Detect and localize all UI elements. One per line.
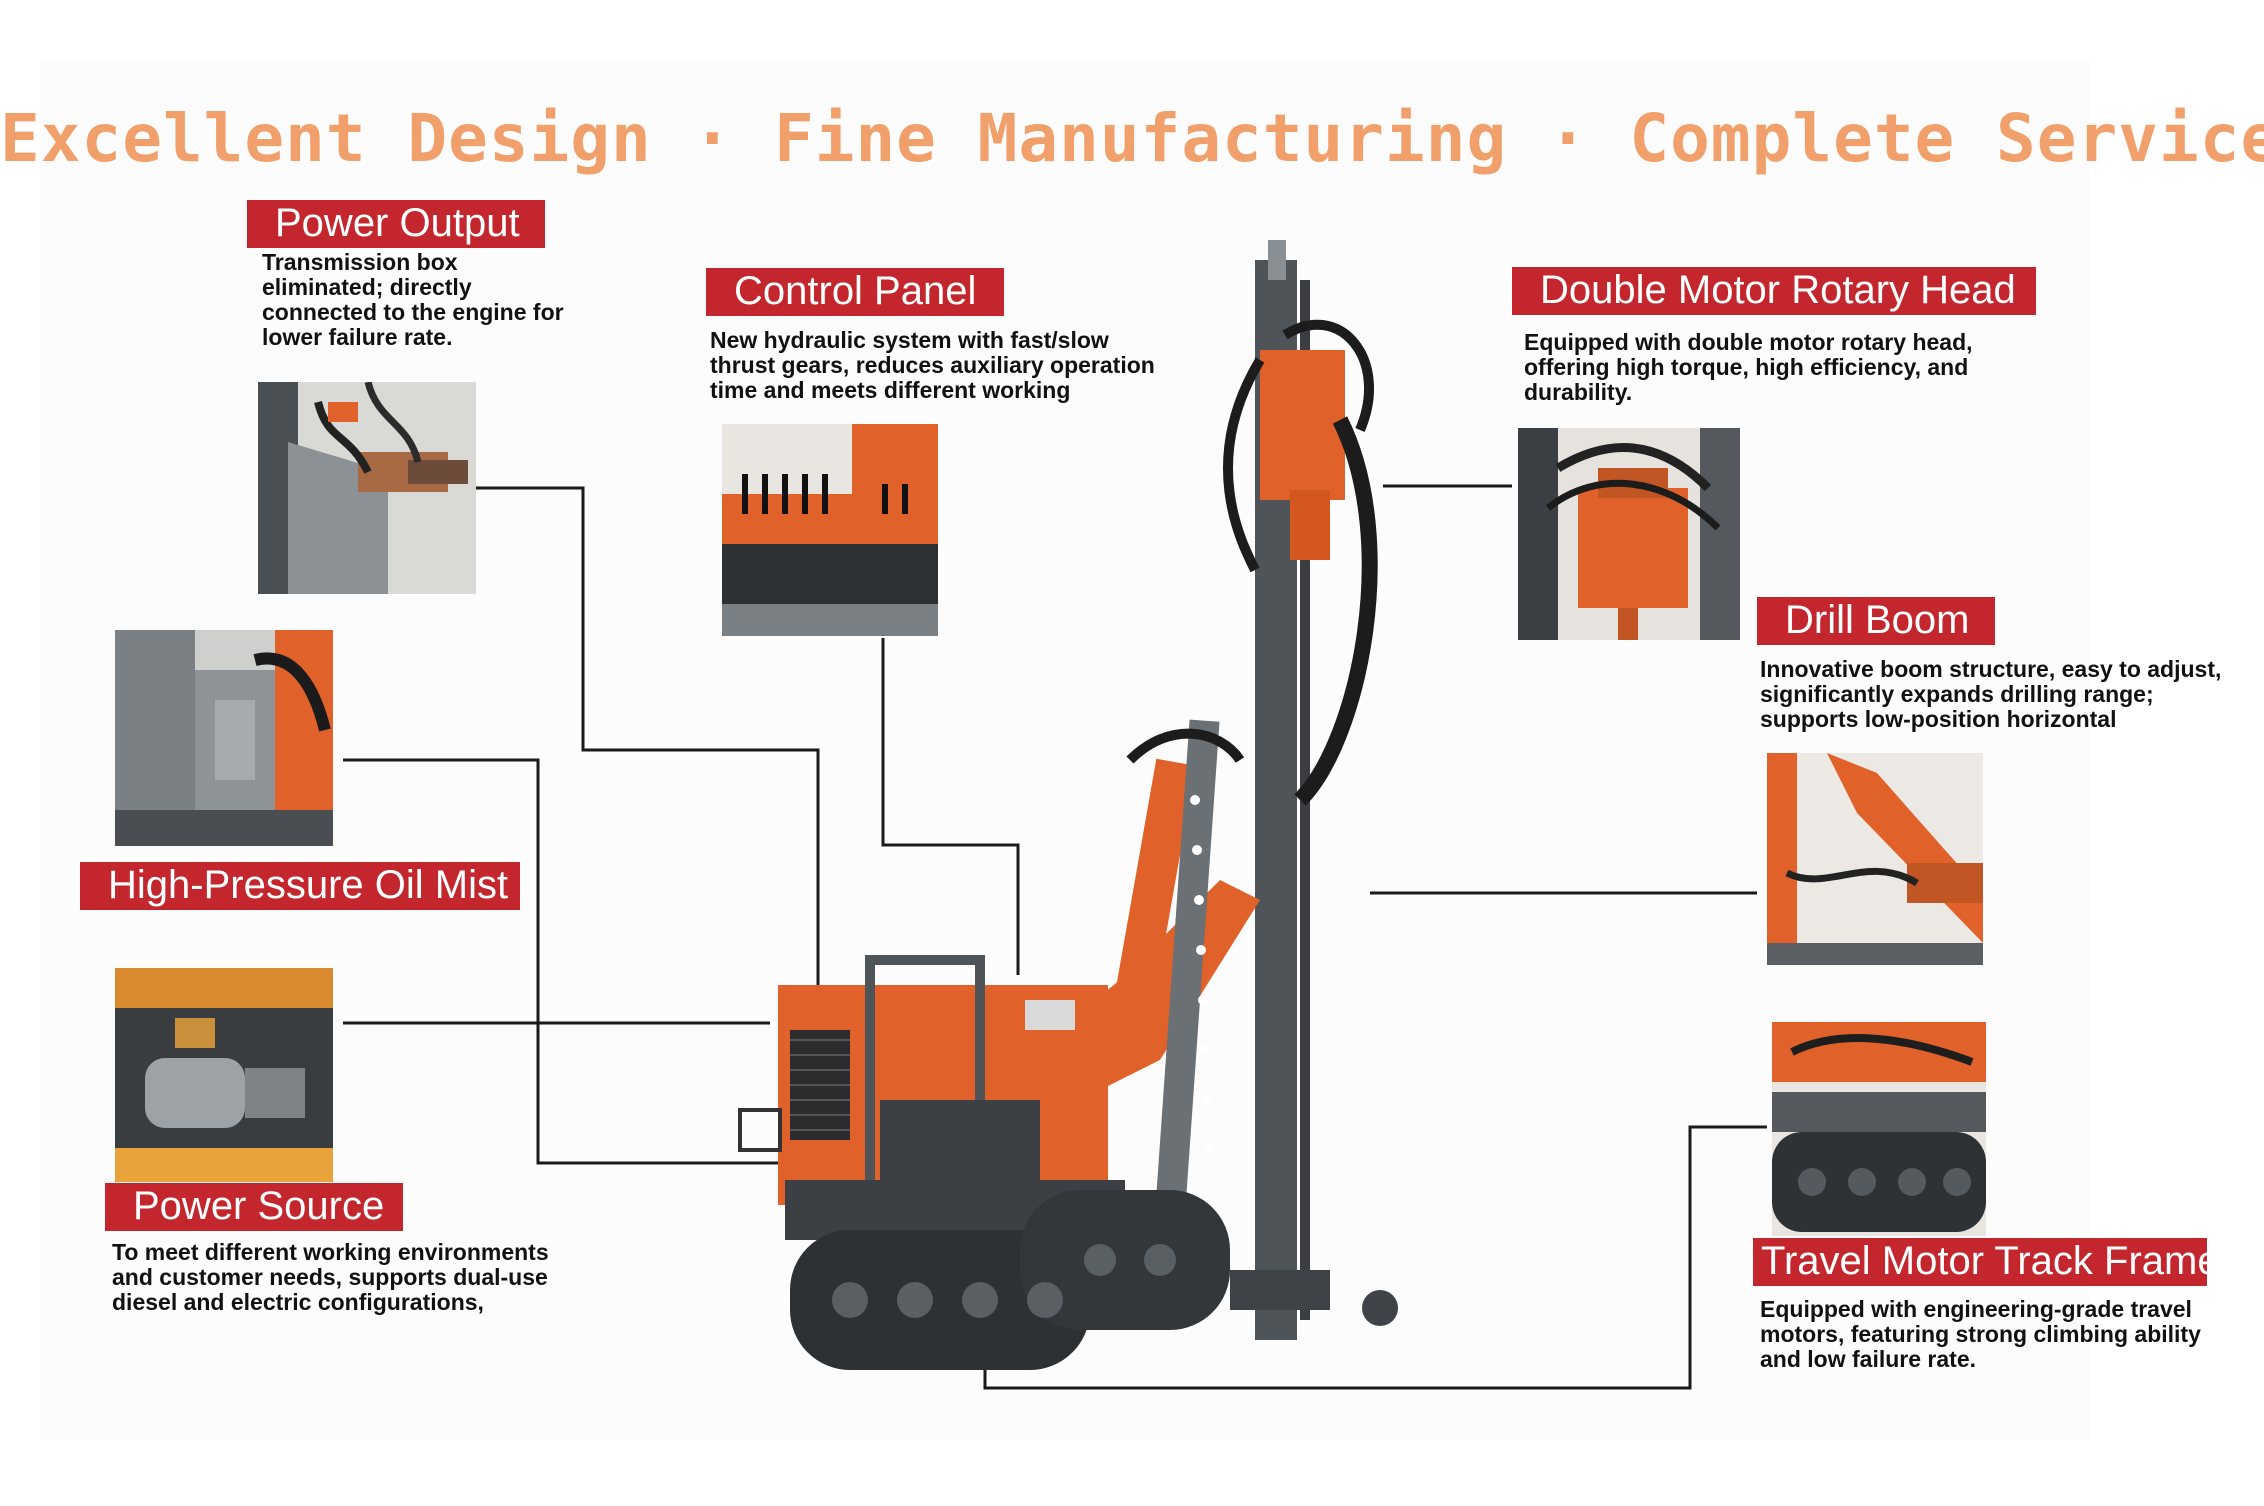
rotary-head-description: Equipped with double motor rotary head, … xyxy=(1524,329,1973,405)
drill-boom-description: Innovative boom structure, easy to adjus… xyxy=(1760,656,2222,732)
control-panel-photo xyxy=(722,424,938,636)
connector-control-panel xyxy=(881,638,1020,975)
power-output-description: Transmission box eliminated; directly co… xyxy=(262,249,564,350)
control-panel-badge: Control Panel xyxy=(706,268,1004,316)
boom-graphic xyxy=(1070,719,1260,1281)
oil-mist-badge: High-Pressure Oil Mist xyxy=(80,862,520,910)
power-source-photo xyxy=(115,968,333,1182)
power-output-photo xyxy=(258,382,476,594)
control-panel-description: New hydraulic system with fast/slow thru… xyxy=(710,327,1155,403)
track-frame-description: Equipped with engineering-grade travel m… xyxy=(1760,1296,2201,1372)
power-source-description: To meet different working environments a… xyxy=(112,1239,549,1315)
crawler-tracks-graphic xyxy=(785,1180,1230,1370)
drill-boom-photo xyxy=(1767,753,1983,965)
rotary-head-photo xyxy=(1518,428,1740,640)
oil-mist-photo xyxy=(115,630,333,846)
power-output-badge: Power Output xyxy=(247,200,545,248)
headline: Excellent Design · Fine Manufacturing · … xyxy=(0,100,2264,177)
rotary-head-graphic xyxy=(1223,319,1378,806)
engine-housing-graphic xyxy=(738,955,1108,1215)
connector-power-output xyxy=(475,486,820,985)
power-source-badge: Power Source xyxy=(105,1183,403,1231)
track-frame-photo xyxy=(1772,1022,1986,1236)
rotary-head-badge: Double Motor Rotary Head xyxy=(1512,267,2036,315)
track-frame-badge: Travel Motor Track Frame xyxy=(1753,1238,2220,1286)
drilling-rig-illustration xyxy=(738,240,1398,1370)
drill-boom-badge: Drill Boom xyxy=(1757,597,1995,645)
